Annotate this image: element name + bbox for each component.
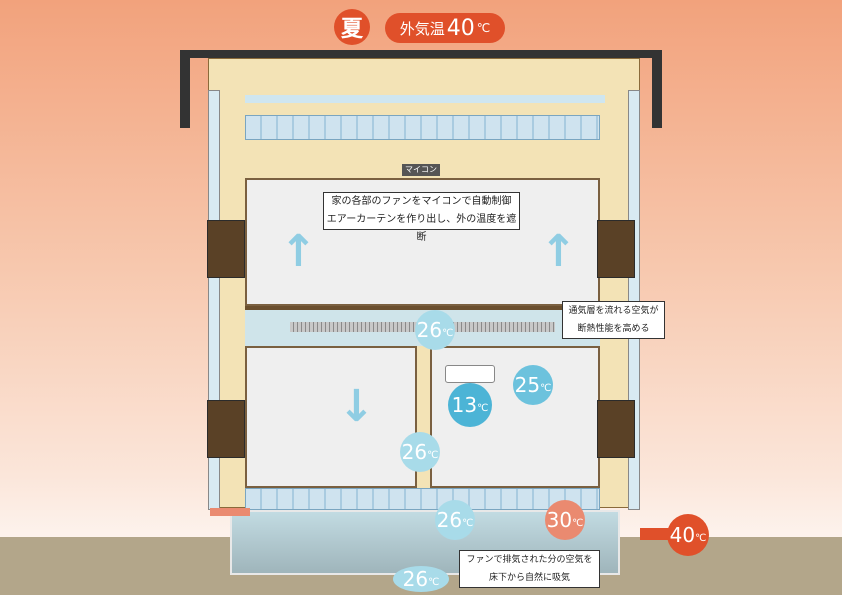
air-conditioner: [445, 365, 495, 383]
note-line: ファンで排気された分の空気を: [466, 555, 593, 565]
note-line: エアーカーテンを作り出し、外の温度を遮断: [326, 214, 517, 243]
lower-room-left: [245, 346, 417, 488]
temp-underfloor: 26℃: [435, 500, 475, 540]
temp-unit: ℃: [695, 532, 707, 544]
temp-value: 13: [451, 393, 478, 417]
temp-unit: ℃: [462, 517, 474, 529]
temp-value: 26: [402, 567, 429, 591]
temp-stairwell: 26℃: [400, 432, 440, 472]
note-line: 床下から自然に吸気: [488, 573, 570, 583]
season-badge: 夏: [334, 9, 370, 45]
microcontroller-label: マイコン: [402, 164, 440, 176]
outside-temp: 40: [446, 15, 475, 41]
temp-ground-intake: 26℃: [393, 566, 449, 592]
unit: ℃: [476, 21, 491, 35]
temp-outside: 40℃: [667, 514, 709, 556]
window-upper-right: [597, 220, 635, 278]
temp-ac: 13℃: [448, 383, 492, 427]
airflow-arrow-up-left: ↑: [280, 226, 317, 277]
attic-air-channel: [245, 95, 605, 103]
window-upper-left: [207, 220, 245, 278]
temp-unit: ℃: [477, 402, 489, 414]
temp-fans: 25℃: [513, 365, 553, 405]
note-line: 通気層を流れる空気が: [568, 306, 659, 316]
airflow-arrow-down: ↓: [338, 381, 375, 432]
roof-post-left: [180, 50, 190, 128]
temp-unit: ℃: [427, 449, 439, 461]
outside-temp-pill: 外気温 40 ℃: [385, 13, 505, 43]
temp-value: 26: [401, 440, 428, 464]
temp-value: 26: [416, 318, 443, 342]
note-line: 断熱性能を高める: [577, 324, 650, 334]
note-line: 家の各部のファンをマイコンで自動制御: [331, 196, 512, 207]
note-natural-intake: ファンで排気された分の空気を 床下から自然に吸気: [459, 550, 600, 588]
temp-value: 30: [546, 508, 573, 532]
temp-unit: ℃: [442, 327, 454, 339]
temp-unit: ℃: [428, 576, 440, 588]
airflow-arrow-up-right: ↑: [540, 226, 577, 277]
outside-air-arrow: [640, 528, 672, 540]
exhaust-arrow: [210, 508, 250, 516]
window-lower-right: [597, 400, 635, 458]
temp-attic-duct: 26℃: [415, 310, 455, 350]
temp-value: 40: [669, 523, 696, 547]
roof-post-right: [652, 50, 662, 128]
temp-unit: ℃: [540, 382, 552, 394]
floor-insulation: [245, 488, 600, 510]
temp-unit: ℃: [572, 517, 584, 529]
temp-value: 26: [436, 508, 463, 532]
roof-edge: [180, 50, 662, 58]
temp-value: 25: [514, 373, 541, 397]
note-auto-control: 家の各部のファンをマイコンで自動制御 エアーカーテンを作り出し、外の温度を遮断: [323, 192, 520, 243]
outside-label: 外気温: [399, 19, 445, 38]
note-ventilation-layer: 通気層を流れる空気が 断熱性能を高める: [562, 301, 665, 339]
roof-insulation: [245, 115, 600, 140]
temp-crawl-edge: 30℃: [545, 500, 585, 540]
window-lower-left: [207, 400, 245, 458]
